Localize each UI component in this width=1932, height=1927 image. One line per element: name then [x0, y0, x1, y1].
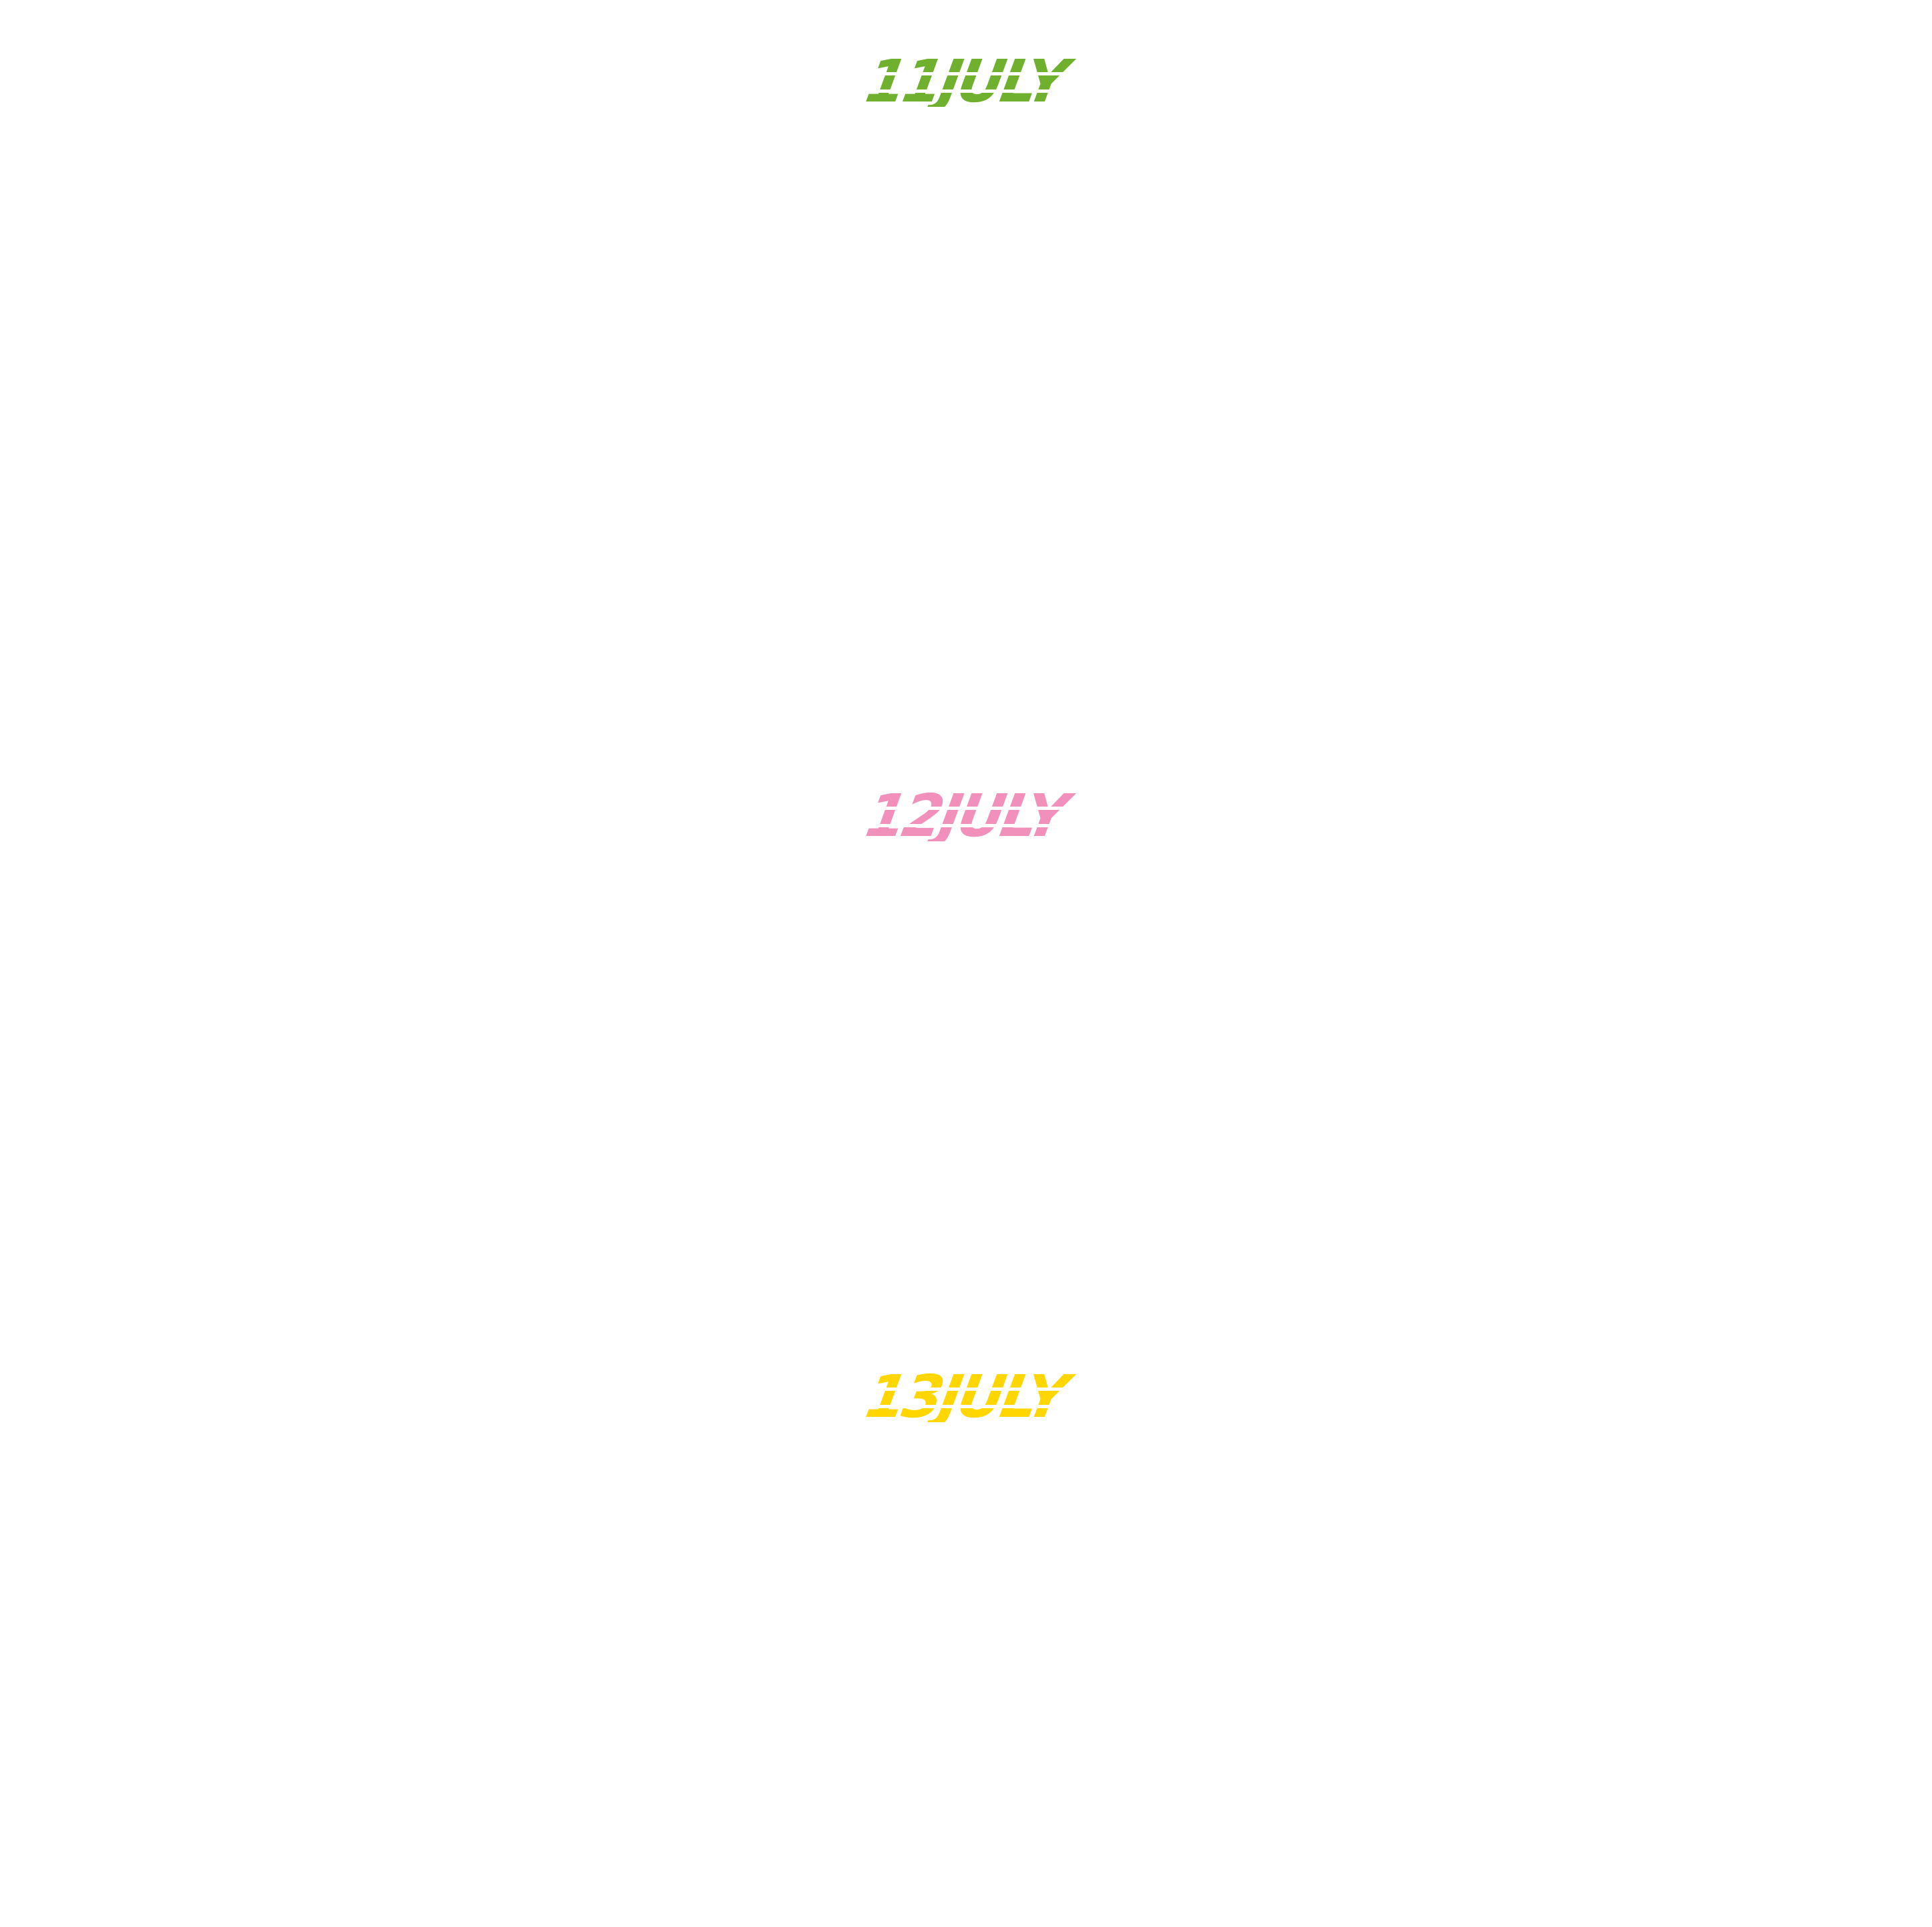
date-text: 11JULY [863, 57, 1070, 107]
date-label-11-july: 11JULY [863, 57, 1090, 107]
date-text: 12JULY [863, 792, 1070, 841]
date-label-12-july: 12JULY [863, 792, 1090, 841]
date-text: 13JULY [863, 1373, 1070, 1422]
date-label-13-july: 13JULY [863, 1373, 1090, 1422]
